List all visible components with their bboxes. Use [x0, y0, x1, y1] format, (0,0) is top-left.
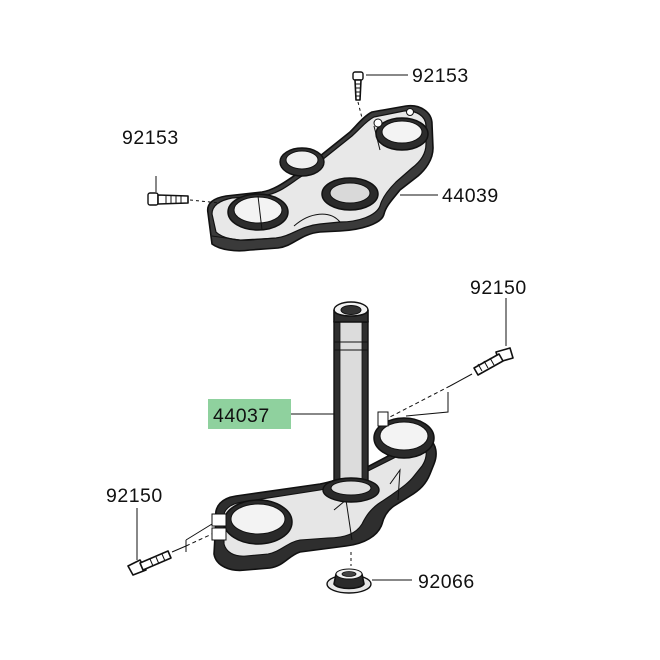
- upper-triple-clamp: [206, 104, 434, 252]
- bolt-92150-right: [473, 347, 514, 376]
- nut-92066: [326, 568, 372, 594]
- bolt-92150-left: [127, 550, 172, 576]
- part-label-92066: 92066: [418, 571, 475, 593]
- part-label-44039: 44039: [442, 185, 499, 207]
- steering-stem-lower-clamp: [211, 301, 437, 572]
- part-highlight-44037: [208, 399, 291, 429]
- part-label-92150-left: 92150: [106, 485, 163, 507]
- part-label-44037[interactable]: 44037: [213, 405, 270, 427]
- part-label-92153-upper: 92153: [412, 65, 469, 87]
- part-label-92153-left: 92153: [122, 127, 179, 149]
- bolt-92153-upper: [352, 71, 364, 101]
- bolt-92153-left: [147, 192, 189, 206]
- part-label-92150-right: 92150: [470, 277, 527, 299]
